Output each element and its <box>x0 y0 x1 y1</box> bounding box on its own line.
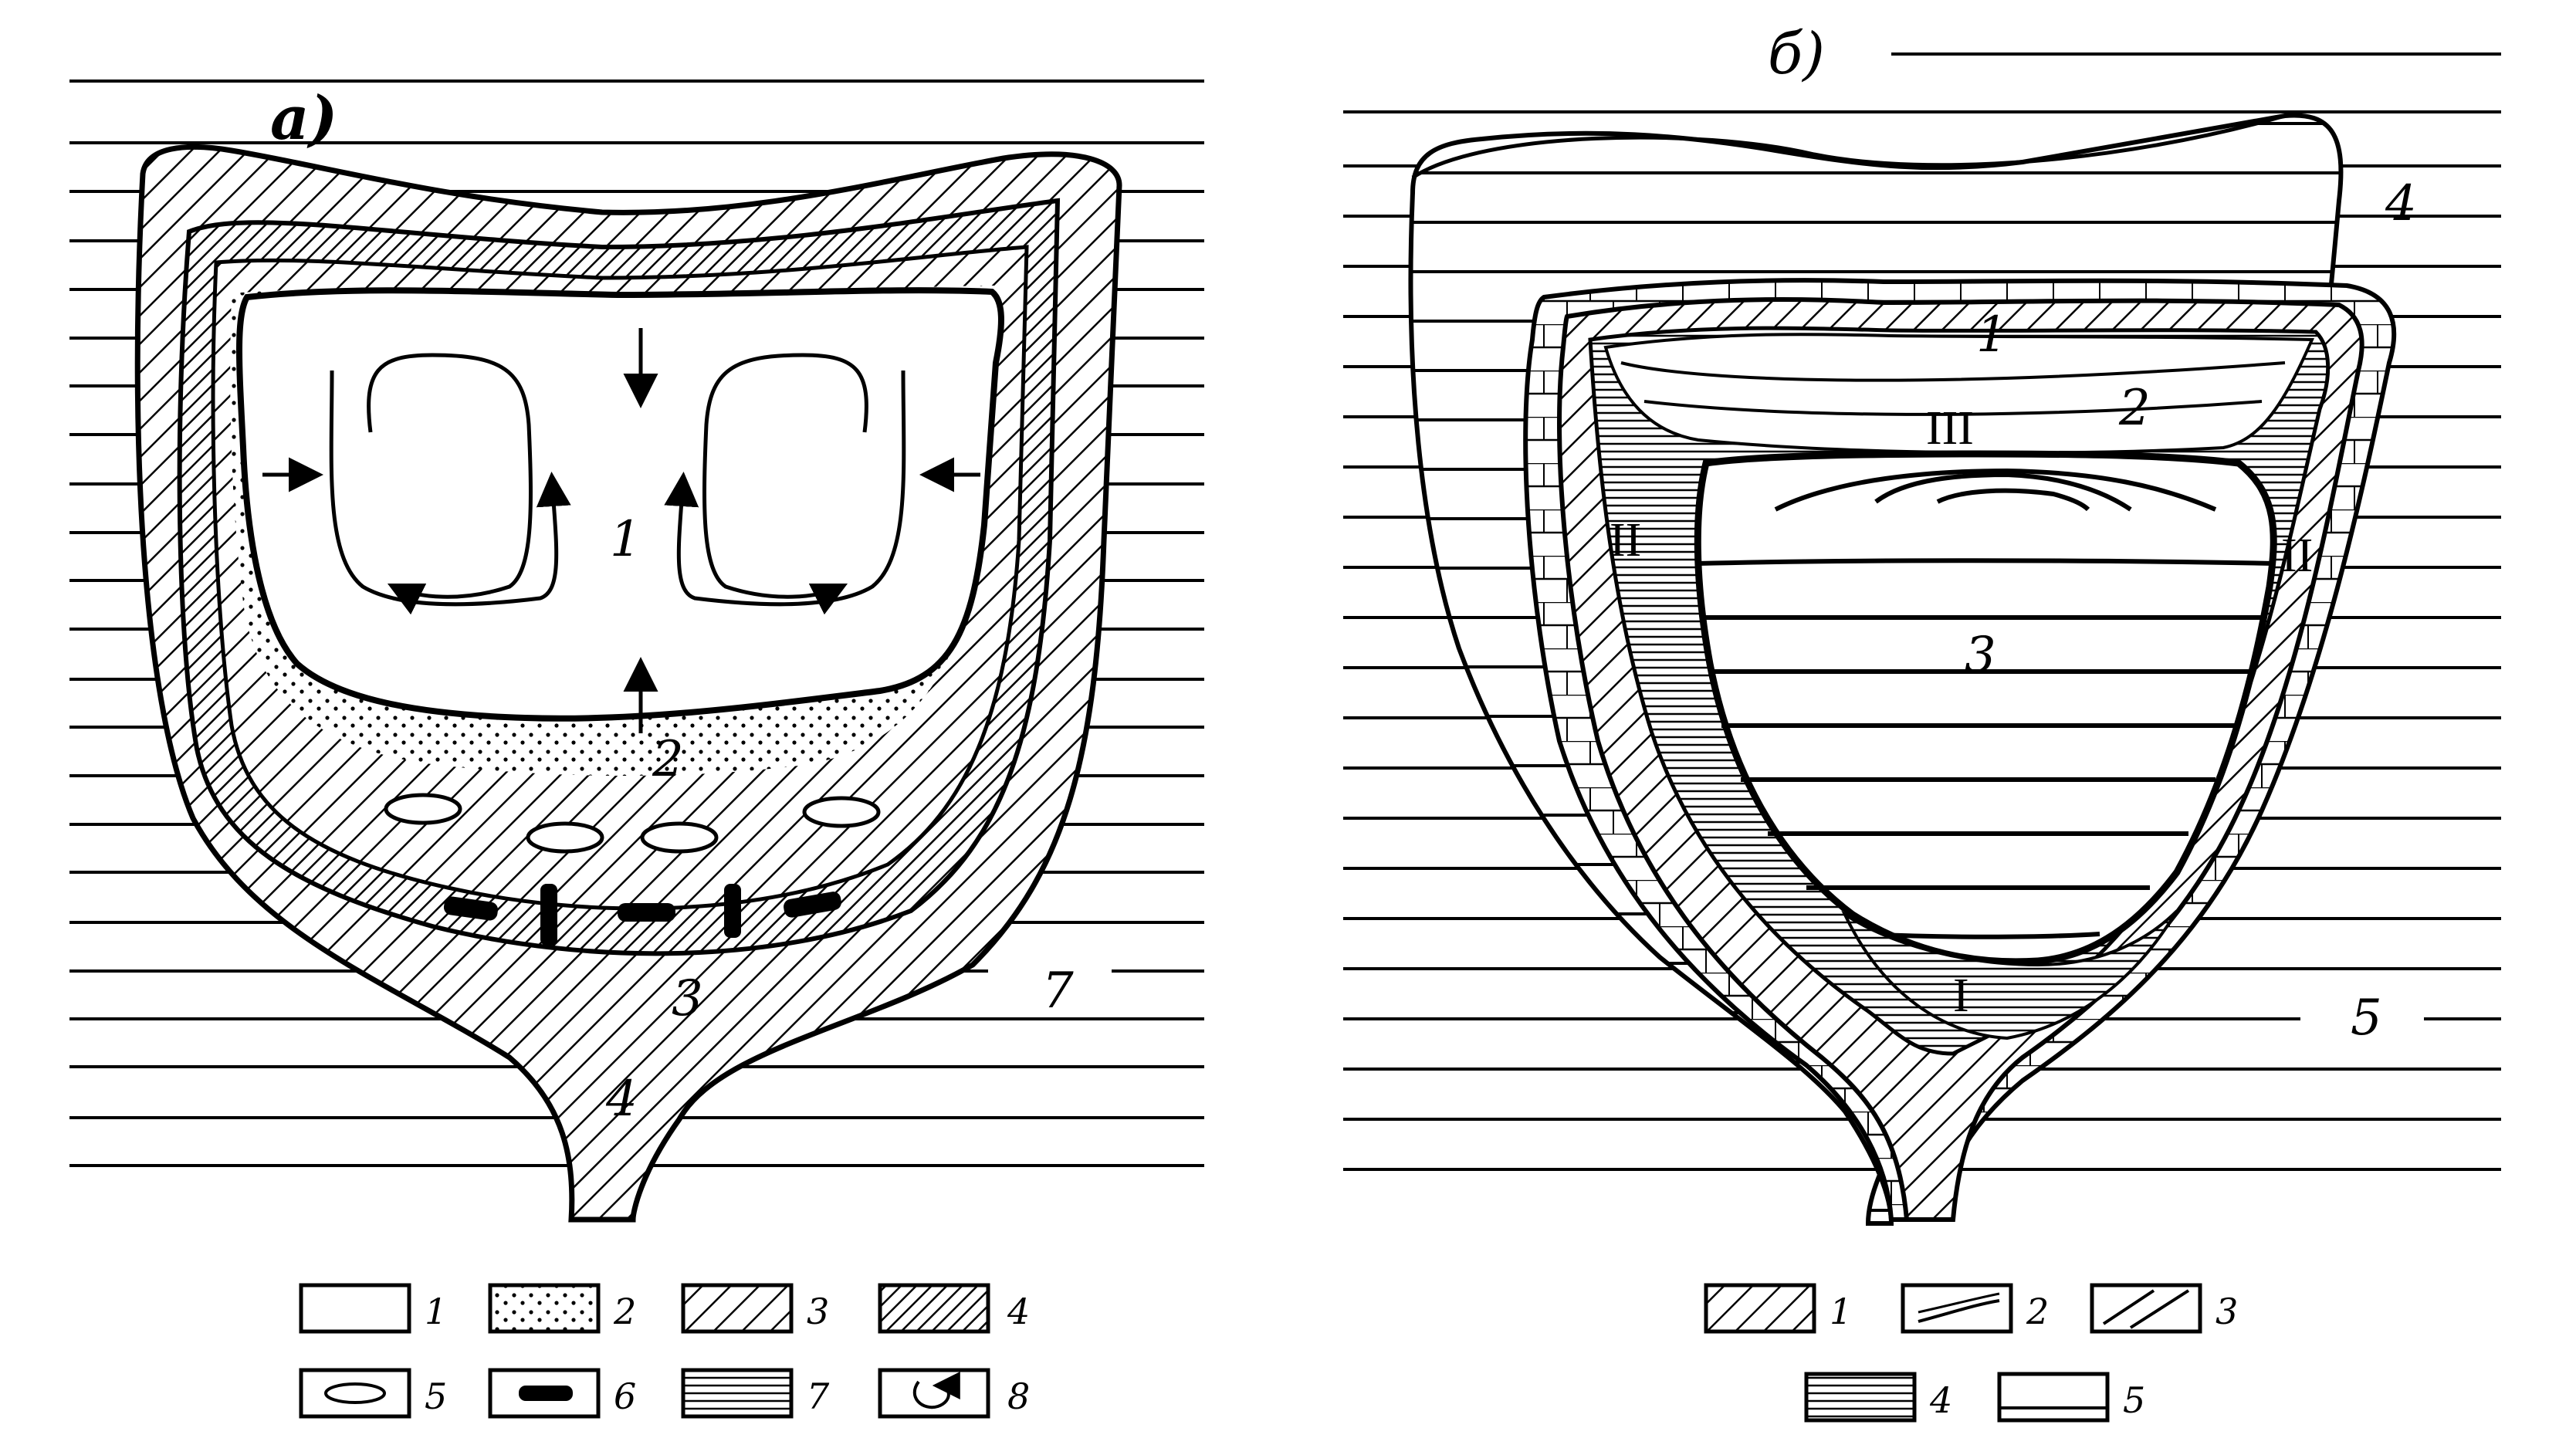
legend-b: 1 2 3 4 5 <box>1704 1283 2238 1423</box>
legend-b-label-5: 5 <box>2123 1379 2145 1421</box>
legend-a-swatch-2 <box>488 1283 601 1334</box>
zone-label-7-a: 7 <box>1042 963 1074 1020</box>
legend-b-swatch-5 <box>1997 1372 2110 1423</box>
legend-a-label-8: 8 <box>1007 1375 1030 1417</box>
legend-a-label-7: 7 <box>807 1375 830 1417</box>
inflow-arrows-a <box>262 328 980 733</box>
legend-a-label-5: 5 <box>425 1375 447 1417</box>
legend-a-swatch-3 <box>681 1283 794 1334</box>
legend-a-swatch-7 <box>681 1368 794 1419</box>
zone-I-bottom-b <box>1841 909 2178 1040</box>
zone-label-2-b: 2 <box>2118 380 2151 437</box>
legend-a-label-6: 6 <box>614 1375 636 1417</box>
zone-label-2-a: 2 <box>652 731 684 788</box>
zone-label-1-a: 1 <box>610 511 641 568</box>
roman-label-II-right: II <box>2281 530 2313 582</box>
legend-a-label-3: 3 <box>807 1291 829 1332</box>
legend-a-label-1: 1 <box>425 1291 447 1332</box>
panel-b: б) <box>1343 21 2501 1423</box>
zone-label-4-b: 4 <box>2385 175 2417 232</box>
legend-b-label-4: 4 <box>1929 1379 1952 1421</box>
zone-label-1-b: 1 <box>1976 306 2008 364</box>
ore-bodies-a <box>443 884 841 946</box>
legend-b-swatch-2 <box>1901 1283 2013 1334</box>
core-bands-b <box>1698 468 2274 939</box>
roman-label-I: I <box>1953 969 1969 1022</box>
zone-3-top-band-b <box>1603 333 2315 455</box>
zone-label-5-b: 5 <box>2351 990 2382 1047</box>
panel-b-title: б) <box>1768 21 1825 87</box>
panel-a-title: a) <box>270 83 337 154</box>
roman-label-III: III <box>1926 402 1974 455</box>
legend-a-swatch-1 <box>299 1283 411 1334</box>
legend-b-swatch-1 <box>1704 1283 1816 1334</box>
panel-a: a) 1 2 3 4 7 1 2 3 4 5 6 7 8 <box>69 80 1204 1419</box>
zone-label-3-a: 3 <box>672 970 703 1027</box>
legend-a-label-4: 4 <box>1007 1291 1030 1332</box>
zone-1-melt-a <box>236 287 1004 722</box>
legend-b-swatch-4 <box>1804 1372 1917 1423</box>
zone-4-cap-b <box>1411 113 2286 180</box>
legend-b-label-1: 1 <box>1830 1291 1852 1332</box>
legend-a-label-2: 2 <box>613 1291 636 1332</box>
convection-loops-a <box>329 353 906 615</box>
zone-label-3-b: 3 <box>1965 627 1996 684</box>
lens-symbols-a <box>384 793 881 854</box>
legend-b-label-3: 3 <box>2215 1291 2238 1332</box>
legend-a: 1 2 3 4 5 6 7 8 <box>299 1283 1030 1419</box>
legend-a-swatch-8 <box>878 1368 990 1419</box>
legend-b-label-2: 2 <box>2026 1291 2049 1332</box>
legend-a-swatch-4 <box>878 1283 990 1334</box>
roman-label-II-left: II <box>1610 514 1641 567</box>
zone-label-4-a: 4 <box>605 1071 638 1128</box>
